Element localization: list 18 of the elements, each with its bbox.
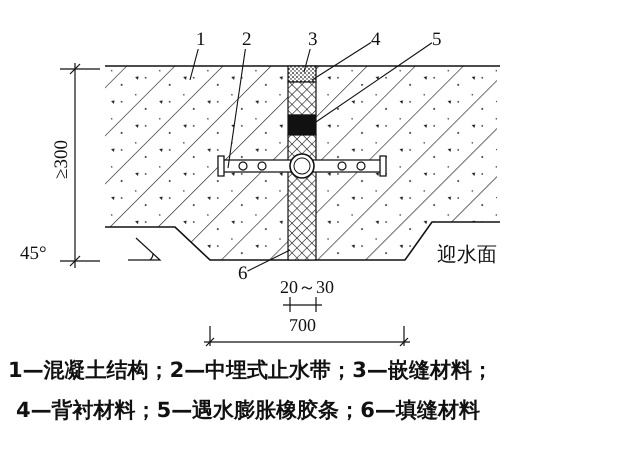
leader-line (303, 48, 311, 72)
leader-line (189, 48, 199, 80)
leader-line (227, 48, 246, 168)
callout-number: 2 (242, 30, 252, 49)
legend-text: 1—混凝土结构；2—中埋式止水带；3—嵌缝材料； (8, 360, 493, 381)
leader-line (247, 250, 290, 272)
callout-number: 5 (432, 30, 442, 49)
callout-number: 6 (238, 264, 248, 283)
face-label: 迎水面 (437, 244, 497, 264)
callout-number: 4 (371, 30, 380, 49)
callout-number: 3 (308, 30, 318, 49)
dimension-label: 700 (289, 316, 316, 334)
legend-text: 4—背衬材料；5—遇水膨胀橡胶条；6—填缝材料 (16, 400, 480, 421)
dimension-label: 20～30 (280, 278, 334, 296)
dimension-label: ≥300 (52, 140, 71, 179)
callout-number: 1 (196, 30, 206, 49)
leader-line (312, 42, 372, 80)
angle-label: 45° (20, 244, 47, 263)
